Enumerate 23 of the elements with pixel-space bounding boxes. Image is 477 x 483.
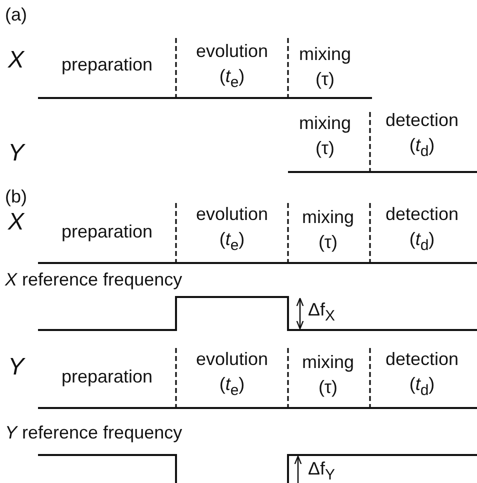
channel-label: X: [8, 210, 24, 234]
period-label: detection (t$_{d}$): [384, 109, 460, 162]
offset-label: Δf$_{X}$: [308, 298, 336, 326]
period-label: detection (t$_{d}$): [384, 203, 460, 256]
channel-label: Y: [8, 354, 24, 380]
trace-label: Y reference frequency: [5, 422, 182, 444]
period-label: mixing (τ): [300, 351, 355, 399]
panel-label: (a): [5, 4, 27, 26]
period-label: preparation: [60, 220, 154, 244]
panel-label: (b): [5, 186, 27, 208]
period-label: evolution (t$_{e}$): [194, 348, 270, 401]
period-label: detection (t$_{d}$): [384, 348, 460, 401]
trace-label: X reference frequency: [5, 268, 182, 292]
offset-label: Δf$_{Y}$: [308, 458, 336, 483]
period-label: evolution (t$_{e}$): [194, 40, 270, 93]
period-label: evolution (t$_{e}$): [194, 203, 270, 256]
period-label: mixing (τ): [300, 206, 355, 254]
period-label: preparation: [60, 54, 154, 76]
period-label: preparation: [60, 366, 154, 388]
period-label: mixing (τ): [298, 112, 352, 160]
channel-label: Y: [8, 140, 24, 166]
channel-label: X: [8, 48, 24, 72]
period-label: mixing (τ): [298, 43, 352, 91]
